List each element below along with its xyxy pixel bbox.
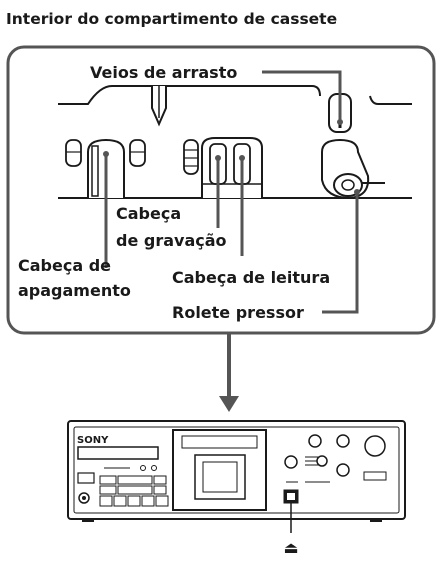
diagram-title: Interior do compartimento de cassete	[6, 10, 337, 28]
deck-display	[77, 446, 159, 460]
pinch-roller-icon	[321, 138, 385, 200]
down-arrow	[219, 333, 239, 412]
leader-capstan	[262, 70, 342, 120]
erase-head-icon	[65, 138, 146, 198]
label-capstans: Veios de arrasto	[90, 63, 237, 82]
eject-icon: ⏏	[283, 538, 298, 557]
leader-pinch-roller	[322, 192, 359, 314]
label-pinch-roller: Rolete pressor	[172, 303, 304, 322]
deck-brand: SONY	[77, 435, 109, 446]
label-playback-head: Cabeça de leitura	[172, 268, 330, 287]
cassette-mechanism-outline	[58, 85, 412, 105]
cassette-deck-illustration: SONY	[67, 420, 406, 533]
compartment-panel	[6, 45, 436, 335]
label-record-head-line1: Cabeça	[116, 204, 181, 223]
record-playback-head-icon	[183, 137, 263, 198]
label-erase-head-line1: Cabeça de	[18, 256, 111, 275]
label-record-head-line2: de gravação	[116, 231, 227, 250]
label-erase-head-line2: apagamento	[18, 281, 131, 300]
